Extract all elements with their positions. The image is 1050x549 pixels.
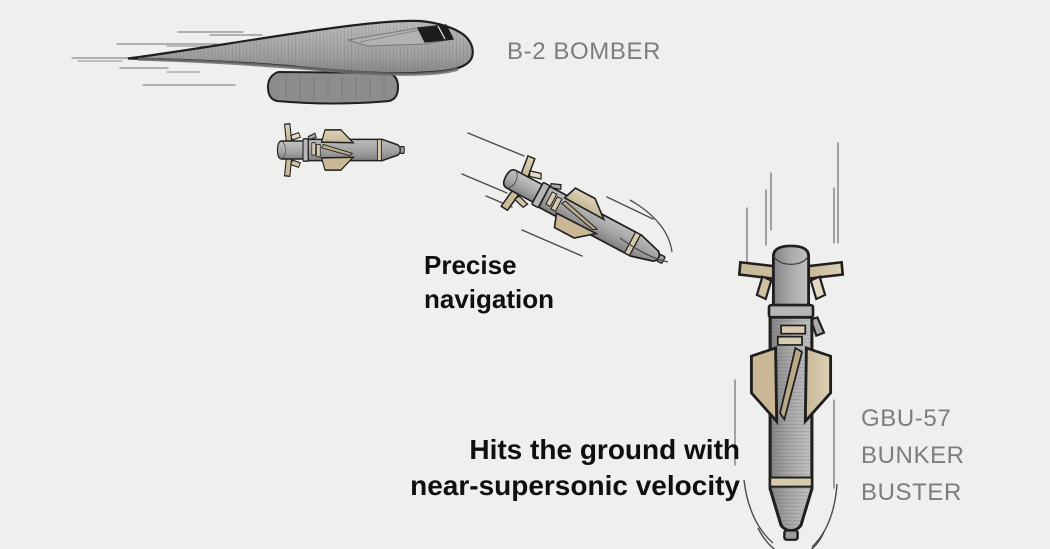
b2-cockpit-window <box>416 24 455 43</box>
gbu57-descent-figure <box>734 142 845 549</box>
gbu57-label-line3: BUSTER <box>861 479 962 506</box>
b2-bomber-label-text: B-2 BOMBER <box>507 38 662 65</box>
b2-bomber-illustration <box>127 19 474 105</box>
gbu57-label-line2: BUNKER <box>861 442 965 469</box>
precise-navigation-line1: Precise <box>424 250 517 280</box>
impact-nose-arcs <box>743 479 838 549</box>
gbu57-label: GBU-57 BUNKER BUSTER <box>861 400 965 511</box>
vertical-speed-lines <box>734 142 839 489</box>
bomb-stage3-illustration <box>737 244 845 542</box>
bomber-speed-lines <box>71 31 263 86</box>
falling-nose-arcs <box>619 199 673 263</box>
b2-bomber-label: B-2 BOMBER <box>507 33 661 70</box>
impact-line2: near-supersonic velocity <box>410 470 740 501</box>
bomb-stage1-illustration <box>276 122 406 178</box>
b2-belly-shade <box>137 57 459 76</box>
b2-bomber-figure <box>71 19 474 105</box>
impact-label: Hits the ground with near-supersonic vel… <box>340 432 740 504</box>
precise-navigation-line2: navigation <box>424 284 555 314</box>
bomb-falling-figure <box>461 132 679 280</box>
gbu57-label-line1: GBU-57 <box>861 405 952 432</box>
bomb-release-figure <box>276 122 406 178</box>
precise-navigation-label: Precise navigation <box>424 248 554 316</box>
impact-line1: Hits the ground with <box>469 434 740 465</box>
b2-engine-pod <box>266 70 400 105</box>
